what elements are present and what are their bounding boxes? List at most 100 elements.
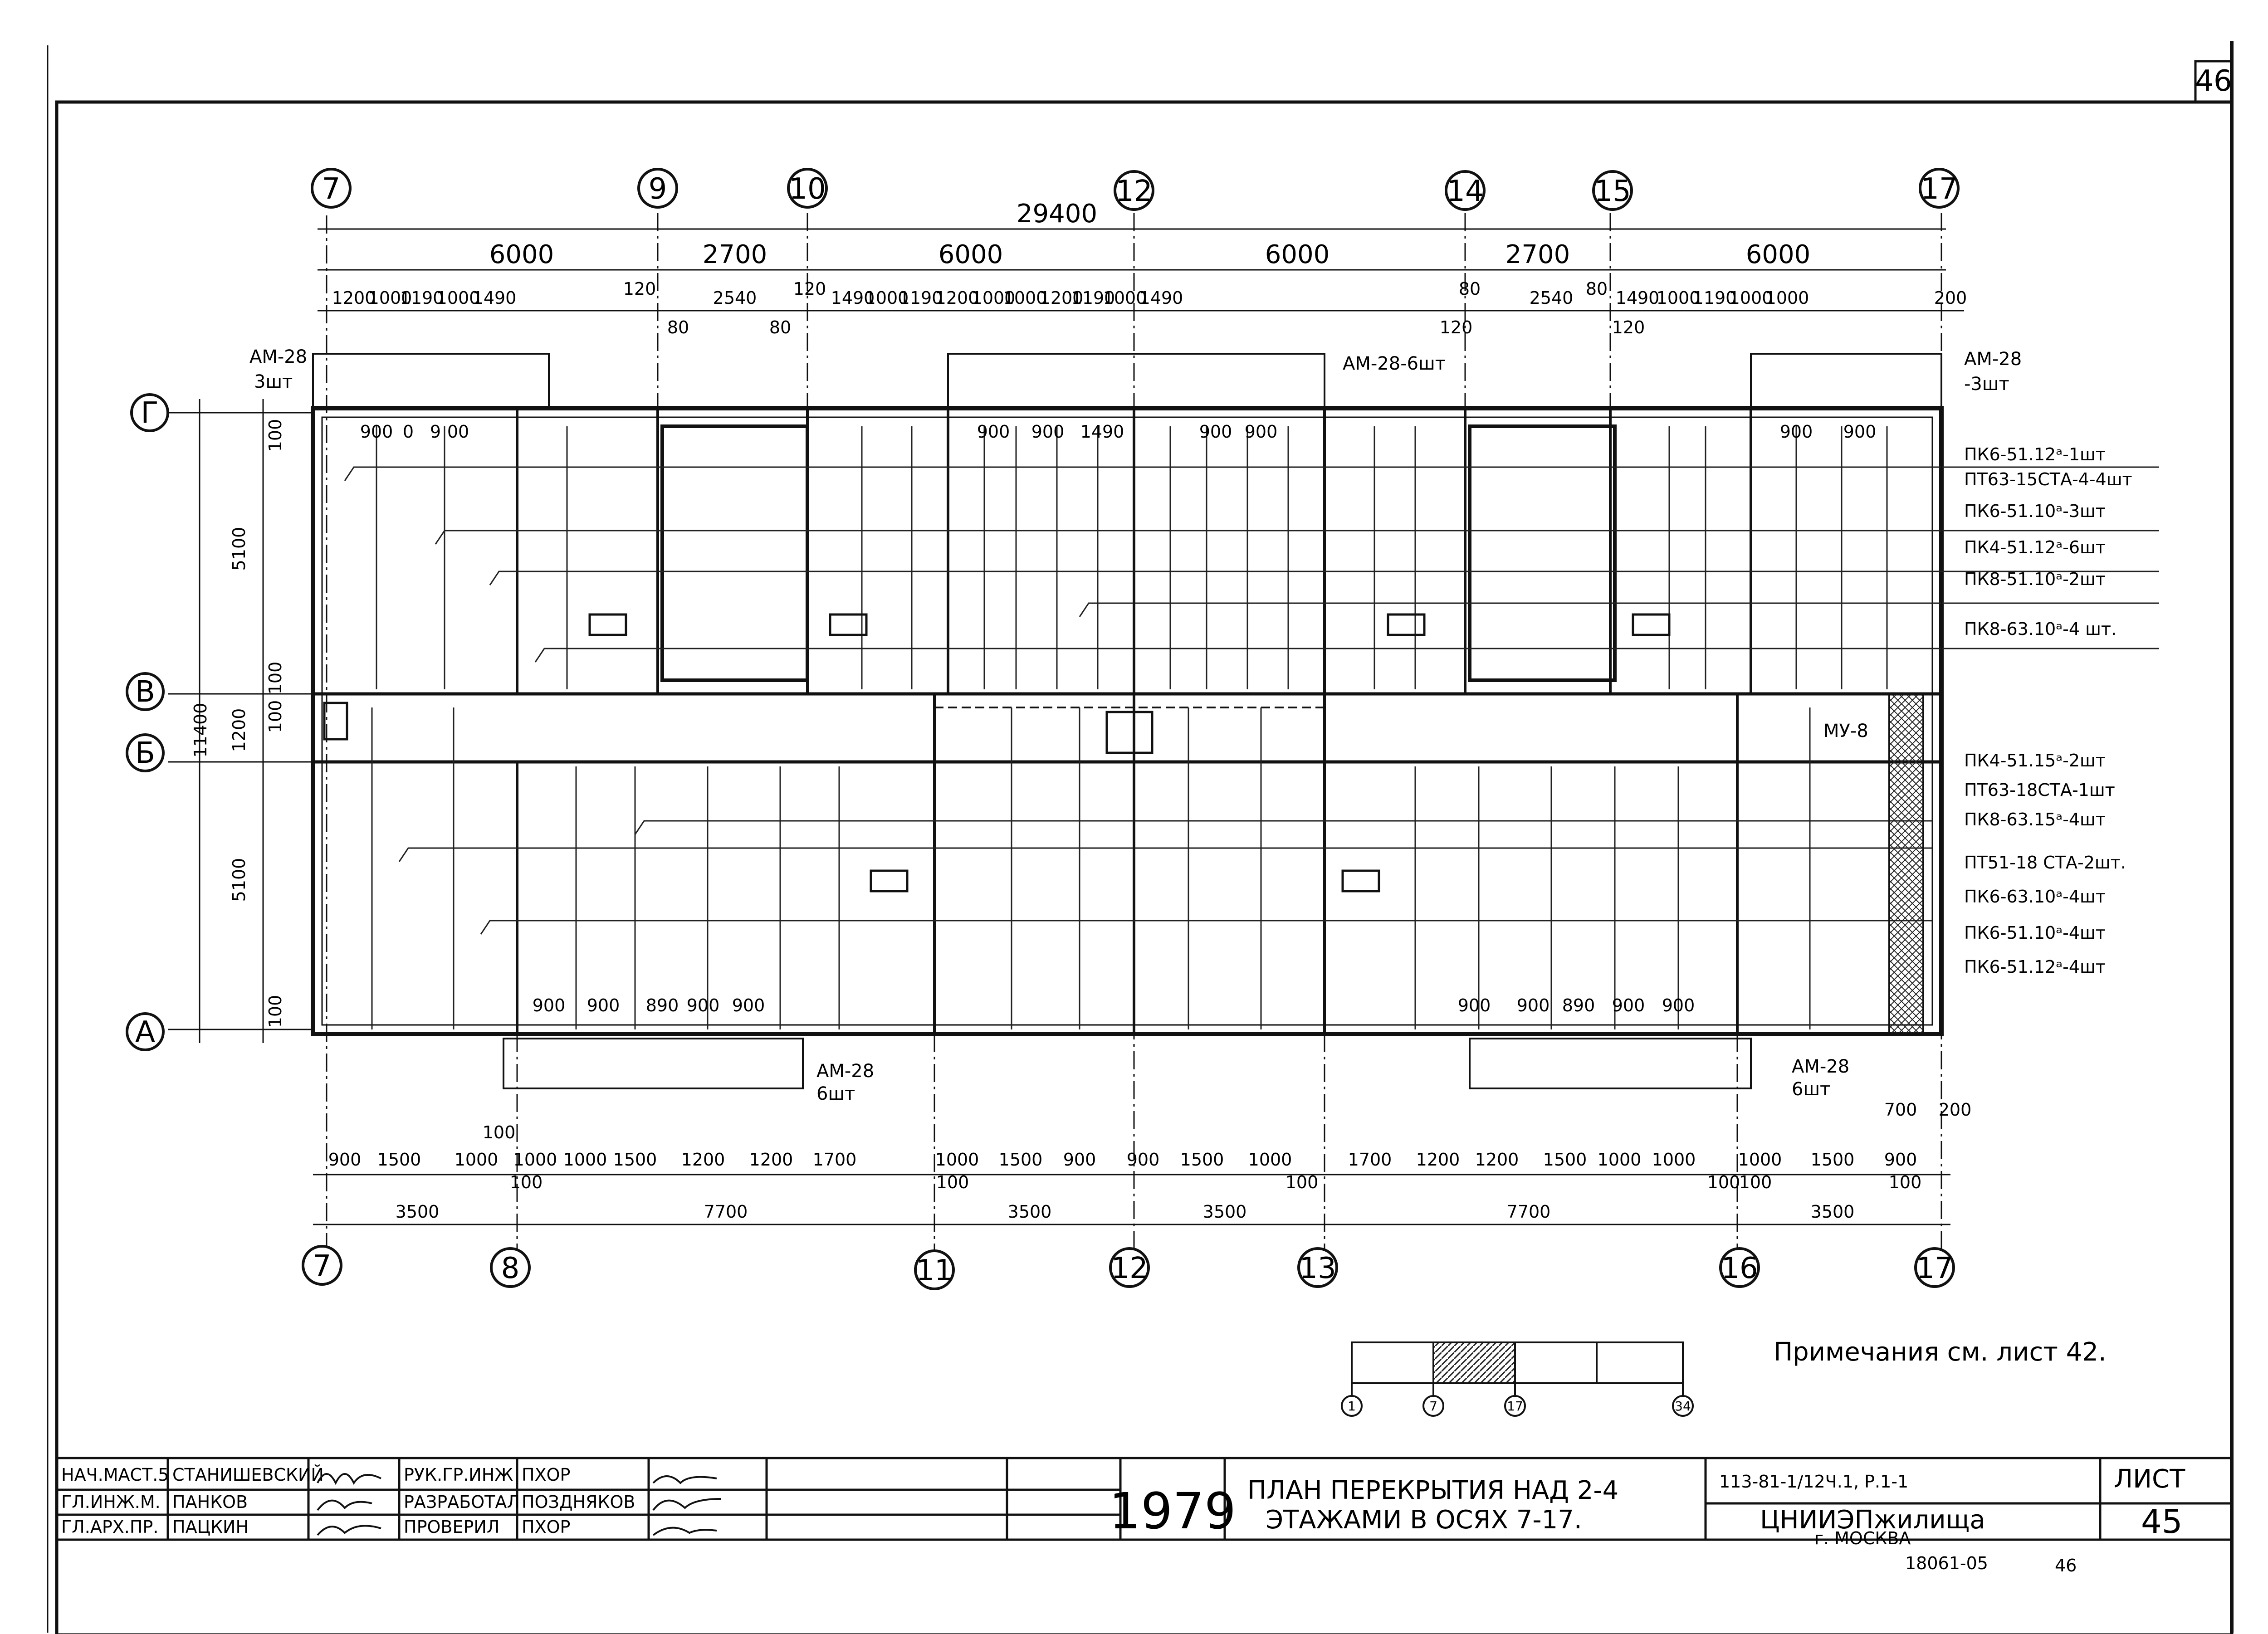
dimension-bottom-12: 900 (1063, 1150, 1096, 1170)
dimension-bottom-axis-4: 3500 (1203, 1202, 1247, 1222)
spec-upper-item-6: ПК8-63.10ᵃ-4 шт. (1964, 619, 2116, 639)
dimension-right-1: 700 (1884, 1100, 1917, 1120)
axis-label-bottom-4: 12 (1111, 1252, 1148, 1285)
dimension-inner-18: 900 (1517, 995, 1550, 1015)
spec-upper-item-3: ПК6-51.10ᵃ-3шт (1964, 501, 2106, 521)
dimension-bottom-15: 1000 (1248, 1150, 1292, 1170)
titleblock-roles: НАЧ.МАСТ.5ГЛ.ИНЖ.М.ГЛ.АРХ.ПР.РУК.ГР.ИНЖР… (61, 1465, 520, 1537)
dimension-top-detail-10: 1000 (865, 288, 909, 308)
dimension-top-detail-1: 1200 (332, 288, 376, 308)
titleblock-name-1: СТАНИШЕВСКИЙ (172, 1465, 324, 1485)
dimension-left-2: 5100 (229, 527, 249, 571)
titleblock-names: СТАНИШЕВСКИЙПАНКОВПАЦКИНПХОРПОЗДНЯКОВПХО… (172, 1465, 635, 1537)
dimension-top-detail-6: 120 (623, 279, 656, 299)
dimension-left-6: 5100 (229, 858, 249, 902)
archive-page: 46 (2055, 1556, 2077, 1575)
spec-upper-item-1: ПК6-51.12ᵃ-1шт (1964, 444, 2106, 464)
dimension-top-detail-11: 1190 (899, 288, 943, 308)
axis-label-row-2: В (135, 675, 155, 709)
spec-lower-item-1: ПК4-51.15ᵃ-2шт (1964, 751, 2106, 771)
dimension-inner-12: 900 (533, 995, 566, 1015)
dimension-top-detail-17: 1000 (1103, 288, 1147, 308)
dimension-top-6: 6000 (1746, 240, 1811, 269)
dimension-bottom-small-3: 100 (936, 1172, 969, 1192)
axis-label-top-3: 10 (789, 172, 826, 206)
dimension-lines (199, 228, 1964, 1225)
dimension-top-detail-2: 1000 (368, 288, 412, 308)
spec-lower-item-4: ПТ51-18 СТА-2шт. (1964, 853, 2126, 873)
dimension-inner-17: 900 (1458, 995, 1491, 1015)
dimension-inner-20: 900 (1612, 995, 1645, 1015)
dimension-bottom-20: 1000 (1598, 1150, 1642, 1170)
titleblock-signatures (317, 1473, 722, 1536)
titleblock-role-6: ПРОВЕРИЛ (404, 1517, 499, 1537)
dimension-bottom-5: 1000 (563, 1150, 607, 1170)
row-axis-lines (168, 412, 313, 1030)
lintel-label-5: АМ-28 (1792, 1056, 1849, 1077)
axis-label-row-3: Б (135, 737, 155, 770)
dimension-top-detail-9: 1490 (831, 288, 875, 308)
slab-panels-lower (371, 707, 1811, 1029)
spec-upper-item-2: ПТ63-15СТА-4-4шт (1964, 469, 2132, 489)
dimension-top-detail-4: 1000 (436, 288, 480, 308)
titleblock-sheet-label: ЛИСТ (2114, 1464, 2185, 1494)
dimension-bottom-3: 1000 (455, 1150, 499, 1170)
dimension-inner-3: 9 (430, 422, 441, 442)
dimension-top-detail-15: 1200 (1040, 288, 1084, 308)
axis-label-row-1: Г (141, 396, 158, 430)
scale-label-1: 1 (1348, 1399, 1356, 1414)
key-plan-scale (1341, 1341, 1694, 1417)
axis-label-top-1: 7 (322, 172, 341, 206)
dimension-inner-5: 900 (977, 422, 1010, 442)
titleblock-role-1: НАЧ.МАСТ.5 (61, 1465, 169, 1485)
dimension-top-detail-25: 1000 (1729, 288, 1773, 308)
dimension-top-detail-5: 1490 (473, 288, 517, 308)
lintel-qty-4: 6шт (816, 1083, 855, 1104)
dimension-top-detail-23: 1000 (1657, 288, 1701, 308)
lintel-qty-3: -3шт (1964, 374, 2009, 395)
titleblock-sheet-number: 45 (2141, 1502, 2183, 1541)
axis-bubbles-bottom (302, 1245, 1955, 1290)
titleblock-title-line1: ПЛАН ПЕРЕКРЫТИЯ НАД 2-4 (1247, 1476, 1618, 1505)
titleblock-name-3: ПАЦКИН (172, 1517, 249, 1537)
axis-label-bottom-7: 17 (1916, 1252, 1953, 1285)
dimension-inner-8: 900 (1199, 422, 1232, 442)
dimension-inner-15: 900 (687, 995, 720, 1015)
lintel-qty-5: 6шт (1792, 1079, 1830, 1100)
spec-upper-item-5: ПК8-51.10ᵃ-2шт (1964, 569, 2106, 589)
dimension-bottom-small-7: 100 (1889, 1172, 1922, 1192)
dimension-top-1: 6000 (489, 240, 554, 269)
titleblock-year: 1979 (1109, 1482, 1236, 1540)
building-plan (311, 406, 1944, 1036)
dimension-top-small-2: 80 (769, 317, 791, 337)
dimension-left-5: 100 (265, 700, 285, 733)
spec-lower-item-2: ПТ63-18СТА-1шт (1964, 780, 2115, 800)
dimension-top-4: 6000 (1265, 240, 1330, 269)
dimension-top-detail-21: 80 (1586, 279, 1608, 299)
dimension-bottom-8: 1200 (749, 1150, 793, 1170)
dimension-bottom-4: 1000 (513, 1150, 557, 1170)
dimension-bottom-small-4: 100 (1286, 1172, 1319, 1192)
scale-label-4: 34 (1675, 1399, 1691, 1414)
dimension-inner-21: 900 (1662, 995, 1695, 1015)
titleblock-city: г. МОСКВА (1814, 1528, 1911, 1548)
lintel-label-4: АМ-28 (816, 1061, 874, 1082)
dimension-top-detail-26: 1000 (1765, 288, 1809, 308)
dimension-bottom-13: 900 (1127, 1150, 1160, 1170)
titleblock-role-2: ГЛ.ИНЖ.М. (61, 1492, 161, 1512)
dimension-bottom-axis-2: 7700 (704, 1202, 748, 1222)
dimension-inner-2: 0 (403, 422, 414, 442)
axis-label-top-2: 9 (649, 172, 667, 206)
titleblock-title-line2: ЭТАЖАМИ В ОСЯХ 7-17. (1266, 1505, 1582, 1535)
titleblock-name-5: ПОЗДНЯКОВ (522, 1492, 635, 1512)
slab-spec-upper: ПК6-51.12ᵃ-1штПТ63-15СТА-4-4штПК6-51.10ᵃ… (1964, 444, 2132, 639)
dimension-top-detail-24: 1190 (1693, 288, 1737, 308)
note-text: Примечания см. лист 42. (1774, 1337, 2107, 1367)
spec-lower-item-5: ПК6-63.10ᵃ-4шт (1964, 887, 2106, 907)
lintel-qty-1: 3шт (254, 371, 293, 392)
